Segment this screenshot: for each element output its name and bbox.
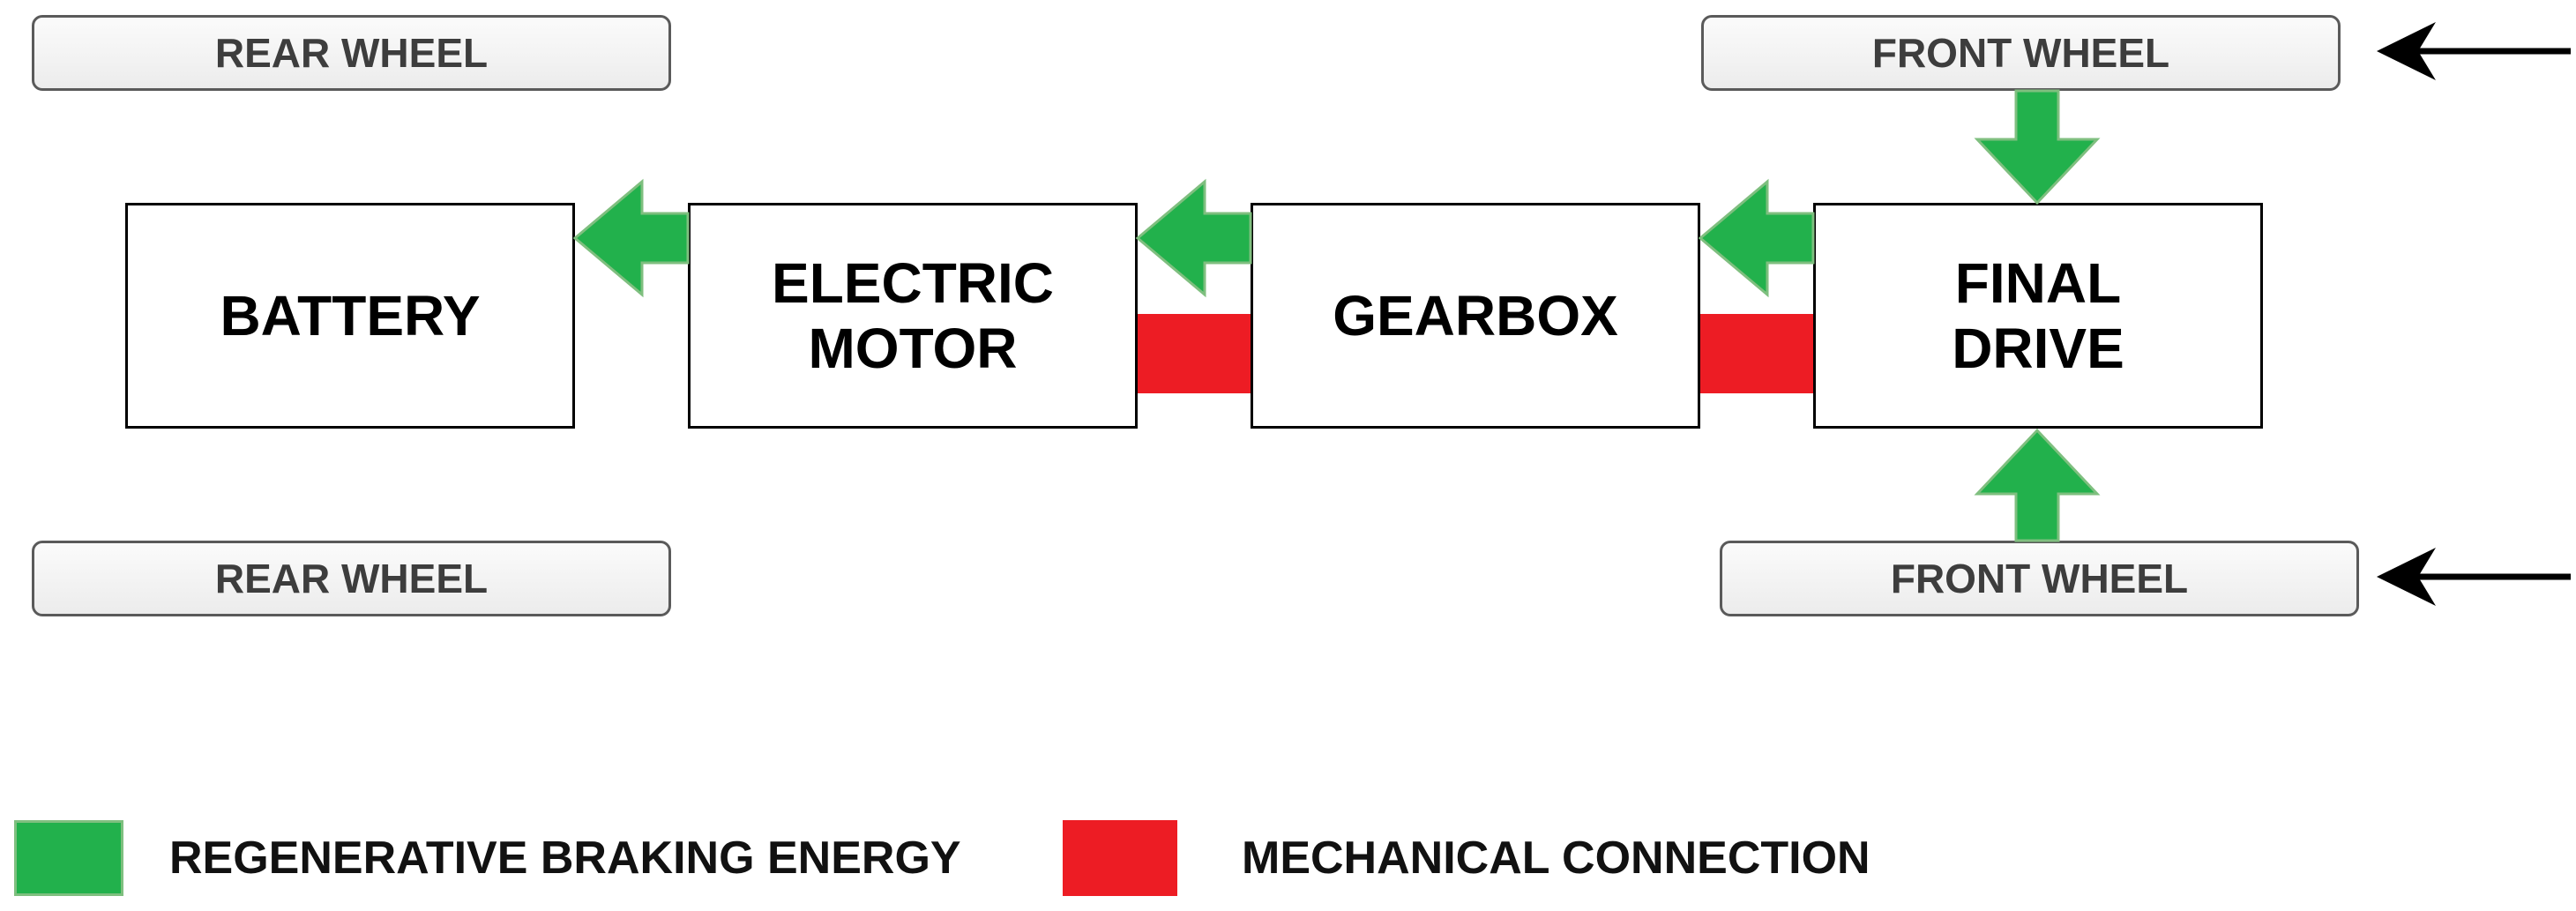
mechanical-connection-motor-gearbox (1138, 314, 1251, 393)
rear-wheel-bottom: REAR WHEEL (32, 541, 671, 616)
gearbox-block: GEARBOX (1251, 203, 1700, 429)
input-arrow-bottom (2377, 548, 2571, 606)
regen-arrow-finaldrive-to-gearbox (1698, 178, 1815, 298)
front-wheel-bottom-label: FRONT WHEEL (1890, 556, 2189, 601)
legend-regen-swatch (14, 820, 123, 896)
rear-wheel-top: REAR WHEEL (32, 15, 671, 91)
regen-arrow-gearbox-to-motor (1135, 178, 1252, 298)
battery-label: BATTERY (220, 284, 481, 347)
battery-block: BATTERY (125, 203, 575, 429)
rear-wheel-bottom-label: REAR WHEEL (214, 556, 489, 601)
electric-motor-label-line1: ELECTRIC (772, 251, 1054, 315)
regen-arrow-front-wheel-top-down (1974, 89, 2101, 205)
legend-mech-label: MECHANICAL CONNECTION (1242, 833, 1870, 884)
front-wheel-top-label: FRONT WHEEL (1871, 30, 2170, 76)
final-drive-label-line2: DRIVE (1952, 317, 2124, 380)
front-wheel-bottom: FRONT WHEEL (1720, 541, 2359, 616)
input-arrow-top (2377, 22, 2571, 80)
legend-regen-label: REGENERATIVE BRAKING ENERGY (169, 833, 961, 884)
electric-motor-label-line2: MOTOR (808, 317, 1018, 380)
regen-arrow-motor-to-battery (572, 178, 690, 298)
gearbox-label: GEARBOX (1333, 284, 1618, 347)
mechanical-connection-gearbox-finaldrive (1700, 314, 1813, 393)
regen-arrow-front-wheel-bottom-up (1974, 428, 2101, 542)
final-drive-label-line1: FINAL (1954, 251, 2122, 315)
front-wheel-top: FRONT WHEEL (1701, 15, 2341, 91)
legend-mech-swatch (1063, 820, 1177, 896)
rear-wheel-top-label: REAR WHEEL (214, 30, 489, 76)
